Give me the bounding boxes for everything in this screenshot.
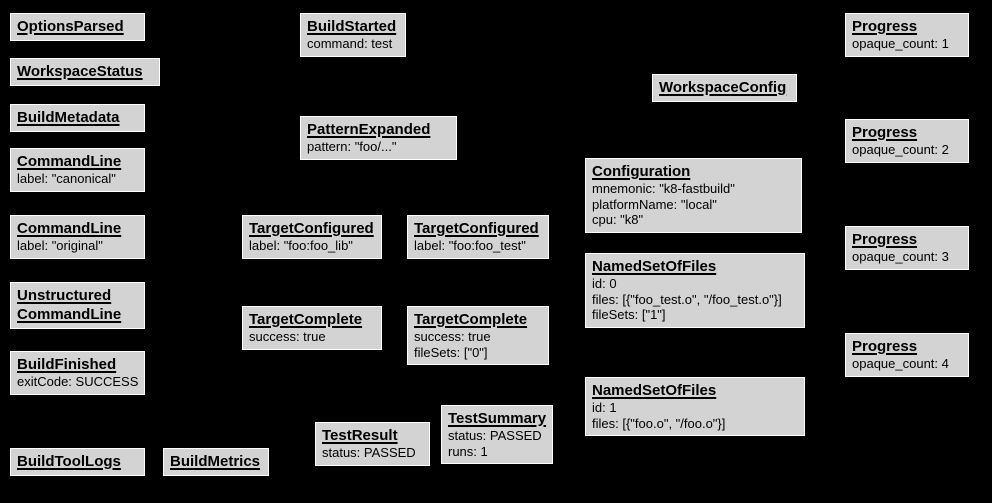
node-attribute: status: PASSED [448,428,542,443]
event-node-command-line-original: CommandLine label: "original" [10,215,145,259]
event-node-pattern-expanded: PatternExpanded pattern: "foo/..." [300,116,457,160]
event-node-progress-1: Progress opaque_count: 1 [845,13,969,57]
event-node-command-line-canonical: CommandLine label: "canonical" [10,148,145,192]
event-node-target-configured-foo-lib: TargetConfigured label: "foo:foo_lib" [242,215,382,259]
node-title: OptionsParsed [17,18,124,35]
event-node-build-tool-logs: BuildToolLogs [10,448,145,476]
node-title: PatternExpanded [307,121,431,138]
event-node-test-summary: TestSummary status: PASSED runs: 1 [441,405,554,464]
event-node-target-complete-foo-test: TargetComplete success: true fileSets: [… [407,306,549,365]
node-title: Progress [852,231,918,248]
event-node-target-configured-foo-test: TargetConfigured label: "foo:foo_test" [407,215,549,259]
event-node-workspace-status: WorkspaceStatus [10,58,160,86]
event-node-options-parsed: OptionsParsed [10,13,145,41]
node-title: TargetConfigured [414,220,539,237]
node-title: TargetConfigured [249,220,374,237]
event-node-workspace-config: WorkspaceConfig [652,74,797,102]
node-attribute: label: "foo:foo_lib" [249,238,353,253]
node-attribute: success: true [414,329,491,344]
event-node-unstructured-command-line: Unstructured CommandLine [10,282,145,329]
node-attribute: runs: 1 [448,443,488,459]
node-title: BuildFinished [17,356,117,373]
node-attribute: exitCode: SUCCESS [17,374,139,389]
event-node-build-started: BuildStarted command: test [300,13,406,57]
node-title: Progress [852,18,918,35]
node-attribute: cpu: "k8" [592,212,644,227]
event-node-named-set-of-files-0: NamedSetOfFiles id: 0 files: [{"foo_test… [585,253,805,328]
node-attribute: label: "original" [17,238,103,253]
node-attribute: opaque_count: 3 [852,249,949,264]
node-attribute: command: test [307,36,393,51]
node-title: BuildToolLogs [17,453,121,470]
node-attribute: files: [{"foo_test.o", "/foo_test.o"}] [592,291,782,307]
node-title: WorkspaceStatus [17,63,143,80]
node-title: TargetComplete [414,311,528,328]
node-attribute: platformName: "local" [592,196,717,212]
node-attribute: mnemonic: "k8-fastbuild" [592,181,735,196]
node-title: Progress [852,124,918,141]
event-node-build-metrics: BuildMetrics [163,448,269,476]
node-title: CommandLine [17,220,122,237]
event-node-test-result: TestResult status: PASSED [315,422,430,466]
node-title: BuildStarted [307,18,397,35]
event-node-named-set-of-files-1: NamedSetOfFiles id: 1 files: [{"foo.o", … [585,377,805,436]
node-attribute: fileSets: ["0"] [414,344,488,360]
node-attribute: success: true [249,329,326,344]
node-attribute: opaque_count: 2 [852,142,949,157]
event-node-progress-4: Progress opaque_count: 4 [845,333,969,377]
node-attribute: fileSets: ["1"] [592,307,666,322]
node-attribute: opaque_count: 4 [852,356,949,371]
node-title: Configuration [592,163,691,180]
event-node-build-metadata: BuildMetadata [10,104,145,132]
node-title: WorkspaceConfig [659,79,787,96]
node-title: BuildMetadata [17,109,120,126]
event-node-progress-3: Progress opaque_count: 3 [845,226,969,270]
node-attribute: opaque_count: 1 [852,36,949,51]
node-attribute: pattern: "foo/..." [307,139,397,154]
node-title: TargetComplete [249,311,363,328]
event-node-configuration: Configuration mnemonic: "k8-fastbuild" p… [585,158,802,233]
node-attribute: label: "foo:foo_test" [414,238,526,253]
node-attribute: files: [{"foo.o", "/foo.o"}] [592,415,726,431]
node-attribute: id: 0 [592,276,617,291]
node-title: CommandLine [17,153,122,170]
event-node-target-complete-foo-lib: TargetComplete success: true [242,306,382,350]
node-title: NamedSetOfFiles [592,382,717,399]
node-attribute: id: 1 [592,400,617,415]
event-node-build-finished: BuildFinished exitCode: SUCCESS [10,351,146,395]
node-title: TestSummary [448,410,547,427]
node-title: TestResult [322,427,398,444]
node-title: Unstructured CommandLine [17,287,122,323]
node-attribute: status: PASSED [322,445,416,460]
event-node-progress-2: Progress opaque_count: 2 [845,119,969,163]
node-title: NamedSetOfFiles [592,258,717,275]
node-attribute: label: "canonical" [17,171,116,186]
node-title: Progress [852,338,918,355]
node-title: BuildMetrics [170,453,261,470]
